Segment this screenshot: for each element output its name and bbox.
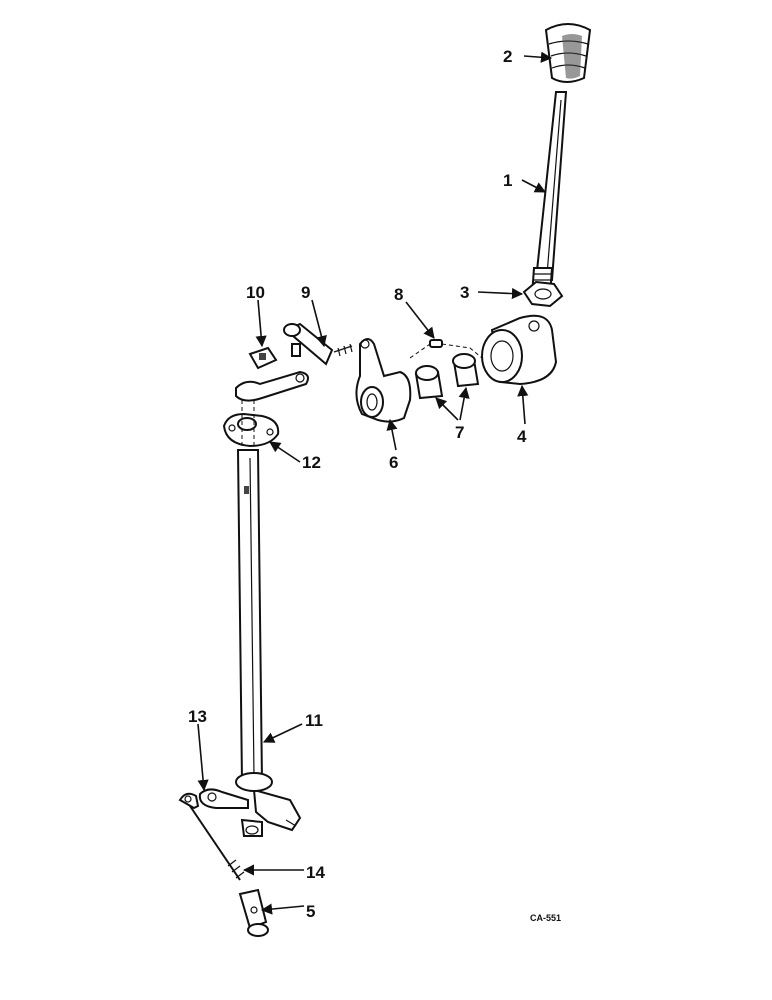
callout-10: 10 [246, 283, 265, 302]
bushings-part [414, 353, 480, 400]
bolt-part [283, 322, 353, 366]
clip-part [248, 346, 278, 370]
callout-9: 9 [301, 283, 310, 302]
callout-3: 3 [460, 283, 469, 302]
callout-7: 7 [455, 423, 464, 442]
rod-part [178, 792, 245, 881]
lower-arm-part [198, 772, 302, 837]
callout-1: 1 [503, 171, 512, 190]
callout-13: 13 [188, 707, 207, 726]
callout-6: 6 [389, 453, 398, 472]
lever-nut-part [522, 280, 564, 308]
pin-part [409, 339, 483, 359]
upper-arm-part [235, 370, 309, 402]
callout-2: 2 [503, 47, 512, 66]
callout-8: 8 [394, 285, 403, 304]
shaft-part [236, 400, 264, 783]
shift-knob-part [544, 23, 592, 83]
callout-5: 5 [306, 902, 315, 921]
yoke-part [238, 888, 269, 937]
flange-part [222, 412, 280, 448]
figure-code: CA-551 [530, 913, 561, 923]
callout-4: 4 [517, 427, 527, 446]
leader-lines [197, 51, 553, 915]
shift-lever-part [530, 91, 568, 297]
callout-14: 14 [306, 863, 325, 882]
lever-housing-part [481, 314, 558, 386]
callout-11: 11 [305, 711, 323, 730]
shift-arm-part [355, 338, 412, 423]
callout-labels: 1 2 3 4 5 6 7 8 9 10 11 12 13 14 [188, 47, 527, 921]
callout-12: 12 [302, 453, 321, 472]
